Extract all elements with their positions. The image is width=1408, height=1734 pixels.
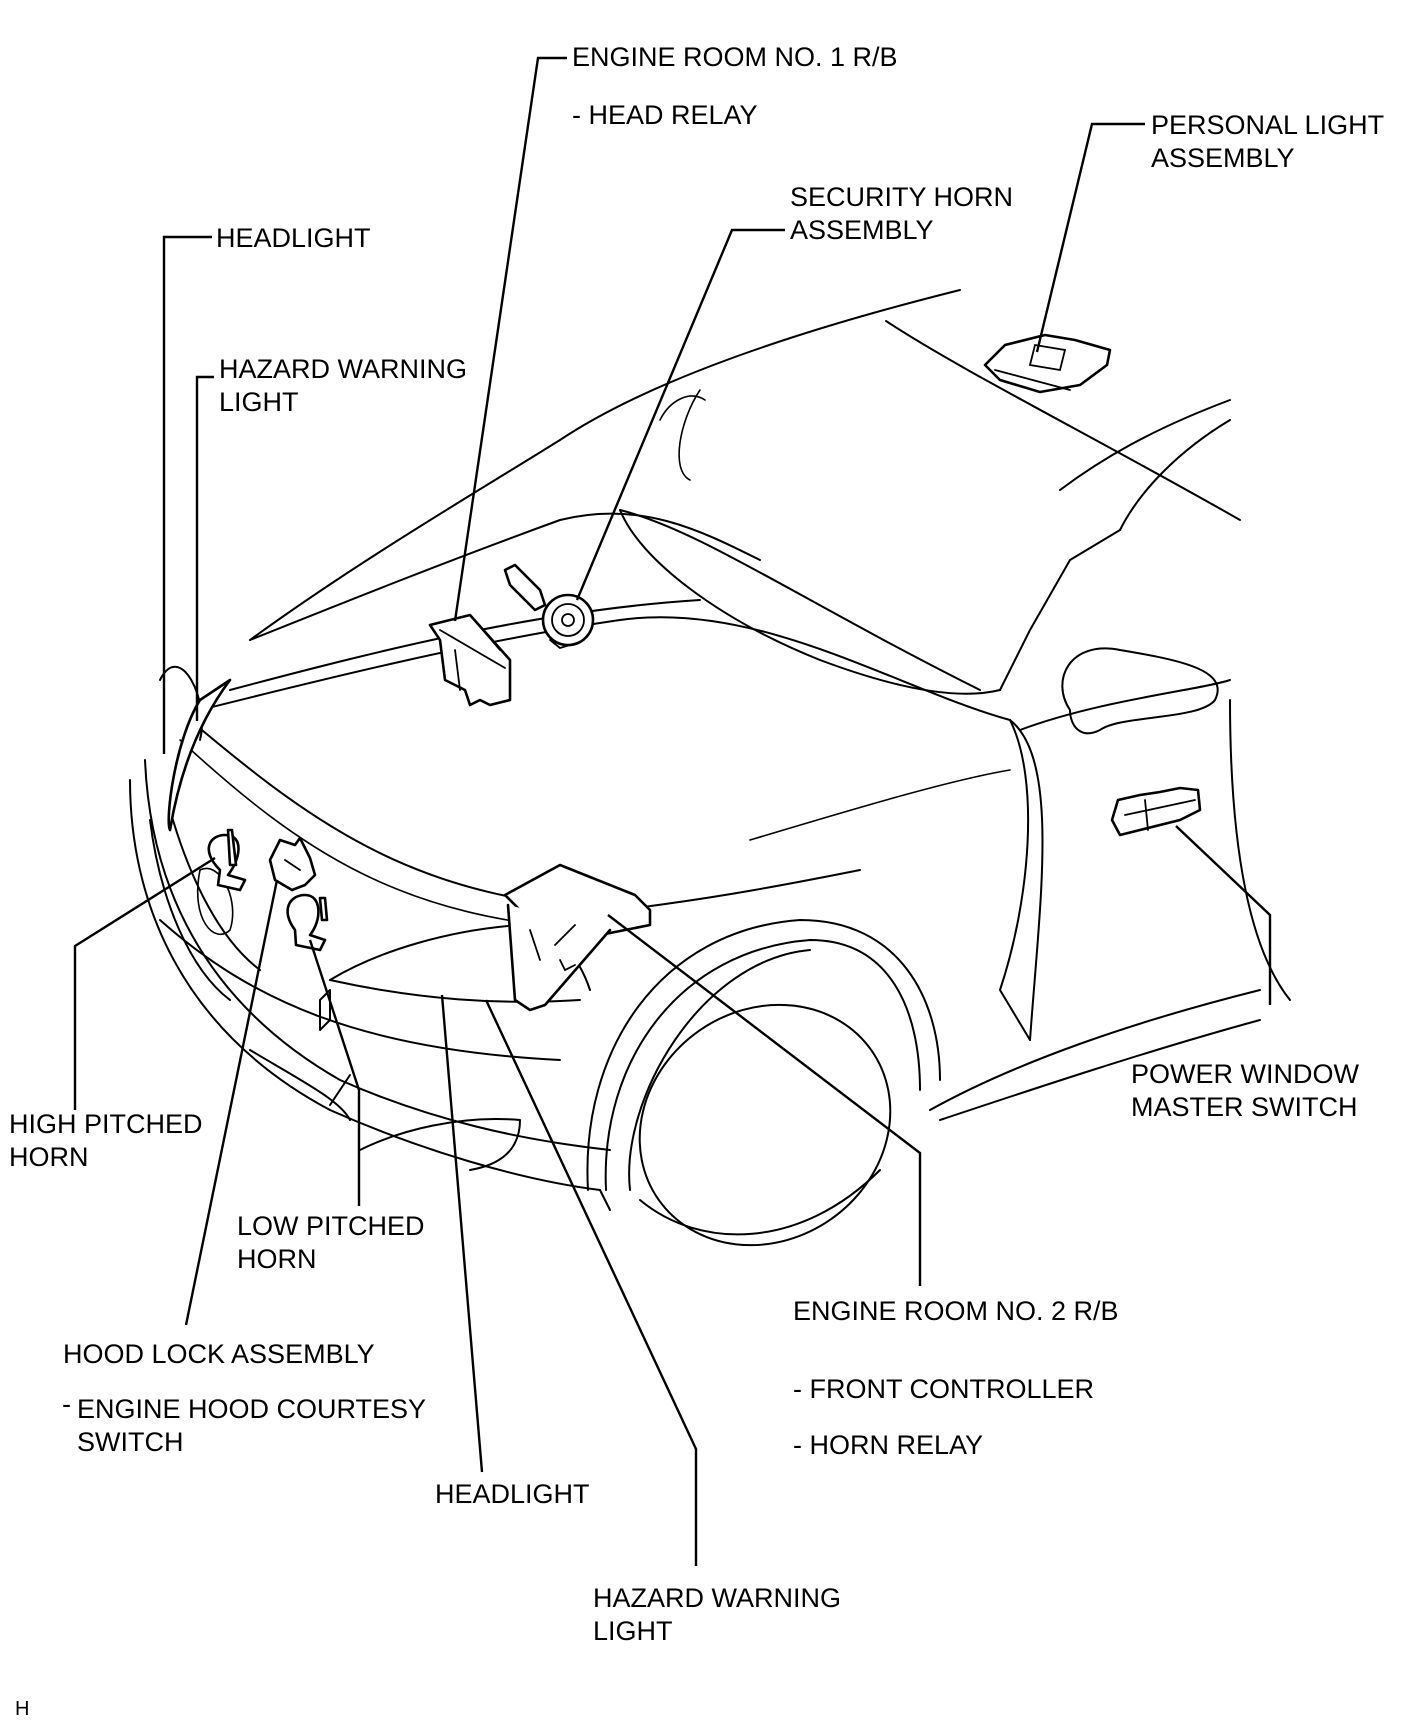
leader-lines [73, 56, 1272, 1566]
label-headlight-bottom-line1: HEADLIGHT [435, 1479, 590, 1509]
label-headlight-top: HEADLIGHT [216, 223, 371, 253]
leader-power-window [1175, 825, 1272, 1005]
power-window-master-switch [1110, 786, 1202, 837]
security-horn-assembly [503, 563, 595, 649]
label-engine-room-no1-sub: - HEAD RELAY [572, 100, 758, 130]
label-personal-light-line1: PERSONAL LIGHT [1151, 110, 1384, 140]
leader-hazard-bottom [484, 999, 698, 1566]
label-security-horn-line1: SECURITY HORN [790, 182, 1013, 212]
label-high-pitched-horn-line2: HORN [9, 1142, 89, 1172]
label-engine-room-no2-sub1: - FRONT CONTROLLER [793, 1374, 1094, 1404]
personal-light-assembly [983, 333, 1112, 394]
label-engine-room-no2-title: ENGINE ROOM NO. 2 R/B [793, 1296, 1119, 1326]
label-hood-lock-sub-line2: SWITCH [77, 1427, 183, 1457]
label-low-pitched-horn-line2: HORN [237, 1244, 317, 1274]
headlight-left-lens [167, 678, 232, 832]
label-hazard-bottom-line2: LIGHT [593, 1616, 673, 1646]
label-hood-lock-sub-line1: ENGINE HOOD COURTESY [77, 1394, 426, 1424]
label-engine-room-no2: ENGINE ROOM NO. 2 R/B - FRONT CONTROLLER… [793, 1296, 1119, 1460]
footer-code: H [15, 1698, 29, 1720]
leader-headlight-top [162, 235, 212, 754]
leader-security-horn [575, 228, 785, 601]
label-hazard-top-line1: HAZARD WARNING [219, 354, 467, 384]
leader-headlight-bottom [440, 994, 484, 1473]
label-hazard-top-line2: LIGHT [219, 387, 299, 417]
leader-high-pitched-horn [73, 856, 216, 1110]
leader-hood-lock [184, 879, 279, 1326]
label-low-pitched-horn-line1: LOW PITCHED [237, 1211, 425, 1241]
leader-personal-light [1035, 122, 1145, 353]
leader-engine-room-no1 [453, 56, 567, 622]
label-hood-lock-sub-prefix: - [62, 1389, 71, 1419]
leader-low-pitched-horn [308, 939, 361, 1206]
label-high-pitched-horn: HIGH PITCHED HORN [9, 1109, 203, 1172]
label-hood-lock-title: HOOD LOCK ASSEMBLY [63, 1339, 375, 1369]
high-pitched-horn [207, 828, 247, 892]
label-headlight-bottom: HEADLIGHT [435, 1479, 590, 1509]
label-security-horn: SECURITY HORN ASSEMBLY [790, 182, 1013, 245]
label-power-window-line2: MASTER SWITCH [1131, 1092, 1358, 1122]
leader-hazard-top [195, 375, 214, 721]
label-power-window: POWER WINDOW MASTER SWITCH [1131, 1059, 1359, 1122]
engine-room-no1-relay-block [428, 613, 512, 707]
hood-lock-assembly [268, 836, 317, 892]
label-power-window-line1: POWER WINDOW [1131, 1059, 1359, 1089]
engine-room-no2-relay-block [503, 863, 652, 1012]
label-headlight-top-line1: HEADLIGHT [216, 223, 371, 253]
label-hood-lock: HOOD LOCK ASSEMBLY - ENGINE HOOD COURTES… [62, 1339, 426, 1457]
label-hazard-bottom: HAZARD WARNING LIGHT [593, 1583, 841, 1646]
low-pitched-horn [286, 893, 329, 952]
label-engine-room-no1-title: ENGINE ROOM NO. 1 R/B [572, 42, 898, 72]
leader-engine-room-no2 [607, 914, 922, 1286]
label-low-pitched-horn: LOW PITCHED HORN [237, 1211, 425, 1274]
label-high-pitched-horn-line1: HIGH PITCHED [9, 1109, 203, 1139]
label-hazard-bottom-line1: HAZARD WARNING [593, 1583, 841, 1613]
label-engine-room-no1: ENGINE ROOM NO. 1 R/B - HEAD RELAY [572, 42, 898, 130]
vehicle-body-outline [129, 289, 1291, 1247]
label-hazard-top: HAZARD WARNING LIGHT [219, 354, 467, 417]
label-engine-room-no2-sub2: - HORN RELAY [793, 1430, 983, 1460]
label-security-horn-line2: ASSEMBLY [790, 215, 934, 245]
label-personal-light-line2: ASSEMBLY [1151, 143, 1295, 173]
label-personal-light: PERSONAL LIGHT ASSEMBLY [1151, 110, 1384, 173]
